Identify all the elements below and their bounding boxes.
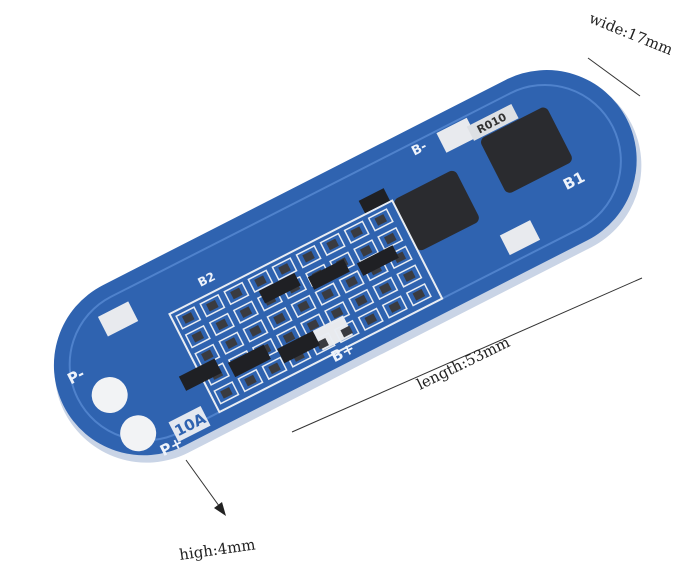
smd-outline <box>357 307 384 332</box>
smd-component <box>273 312 286 325</box>
pcb-board: R010 10A B+ B1 B- B2 P- P+ <box>53 70 642 463</box>
smd-component <box>330 306 344 319</box>
b-minus-label: B- <box>409 139 429 159</box>
smd-component <box>354 294 368 307</box>
smd-component <box>403 270 416 282</box>
smd-outline <box>353 239 380 263</box>
smd-component <box>220 386 233 399</box>
ic-chip <box>307 259 350 290</box>
height-label: high:4mm <box>178 535 257 564</box>
smd-component-grid <box>175 208 432 405</box>
smd-outline <box>367 208 394 232</box>
smd-component <box>191 330 205 343</box>
smd-component <box>182 312 195 324</box>
smd-outline <box>314 282 341 306</box>
smd-outline <box>184 324 211 349</box>
smd-component <box>340 325 353 338</box>
ic-chip <box>227 344 271 378</box>
width-label: wide:17mm <box>587 9 676 59</box>
ic-chip <box>178 358 222 391</box>
smd-outline <box>324 301 351 325</box>
mosfet-chip <box>481 107 572 193</box>
smd-component <box>201 349 214 362</box>
ic-chip <box>358 188 390 214</box>
smd-component <box>393 251 407 264</box>
solder-pad-round <box>91 377 128 414</box>
smd-component <box>316 337 329 350</box>
ic-chip <box>258 272 301 304</box>
smd-component <box>254 275 267 288</box>
smd-component <box>206 299 219 312</box>
smd-outline <box>218 331 245 355</box>
smd-component <box>359 245 373 257</box>
ic-chip <box>356 245 399 276</box>
smd-outline <box>290 294 317 319</box>
smd-component <box>282 331 296 344</box>
smd-outline <box>377 226 404 251</box>
height-arrow-line <box>185 459 223 511</box>
smd-component <box>297 300 310 313</box>
smd-component <box>412 288 426 301</box>
arrow-head-icon <box>214 502 226 516</box>
length-dimension-line <box>291 277 643 433</box>
smd-outline <box>242 319 269 343</box>
smd-component <box>321 288 334 300</box>
smd-component <box>225 337 238 349</box>
smd-outline <box>213 381 240 405</box>
smd-component <box>302 250 315 263</box>
smd-outline <box>372 276 399 301</box>
smd-component <box>374 214 388 226</box>
smd-component <box>268 362 281 375</box>
ic-chip <box>277 330 320 364</box>
smd-component <box>350 226 363 238</box>
smd-outline <box>232 300 260 324</box>
smd-outline <box>333 319 360 344</box>
smd-outline <box>266 306 293 331</box>
smd-component <box>215 318 229 331</box>
smd-outline <box>247 269 274 293</box>
smd-component <box>230 287 243 300</box>
smd-outline <box>381 295 408 319</box>
smd-component <box>379 282 392 295</box>
smd-component <box>239 306 253 318</box>
mosfet-chip <box>394 170 479 251</box>
smd-component <box>244 374 257 387</box>
width-dimension-line <box>587 57 641 97</box>
solder-pad <box>97 301 139 337</box>
length-label: length:53mm <box>414 333 513 394</box>
smd-outline <box>300 313 327 337</box>
smd-component <box>306 319 320 331</box>
smd-component <box>383 232 397 245</box>
p-minus-label: P- <box>64 364 87 388</box>
smd-outline <box>271 257 298 281</box>
smd-outline <box>405 282 432 307</box>
smd-outline <box>396 264 423 288</box>
smd-component <box>249 325 262 337</box>
smd-outline <box>319 232 346 257</box>
smd-component <box>388 301 402 313</box>
smd-outline <box>175 306 202 330</box>
smd-component <box>345 276 358 288</box>
smd-outline <box>348 288 375 313</box>
smd-outline <box>261 356 288 381</box>
smd-outline <box>343 220 370 244</box>
solder-pad <box>499 220 541 256</box>
smd-outline <box>237 368 264 393</box>
smd-component <box>278 263 291 275</box>
solder-pad-round <box>120 415 157 452</box>
smd-outline <box>295 244 322 269</box>
smd-outline <box>199 293 226 318</box>
smd-component <box>364 313 378 326</box>
smd-outline <box>208 312 235 337</box>
smd-component <box>326 238 339 251</box>
solder-pad <box>436 117 477 153</box>
smd-outline <box>338 270 365 294</box>
smd-outline <box>223 281 250 306</box>
